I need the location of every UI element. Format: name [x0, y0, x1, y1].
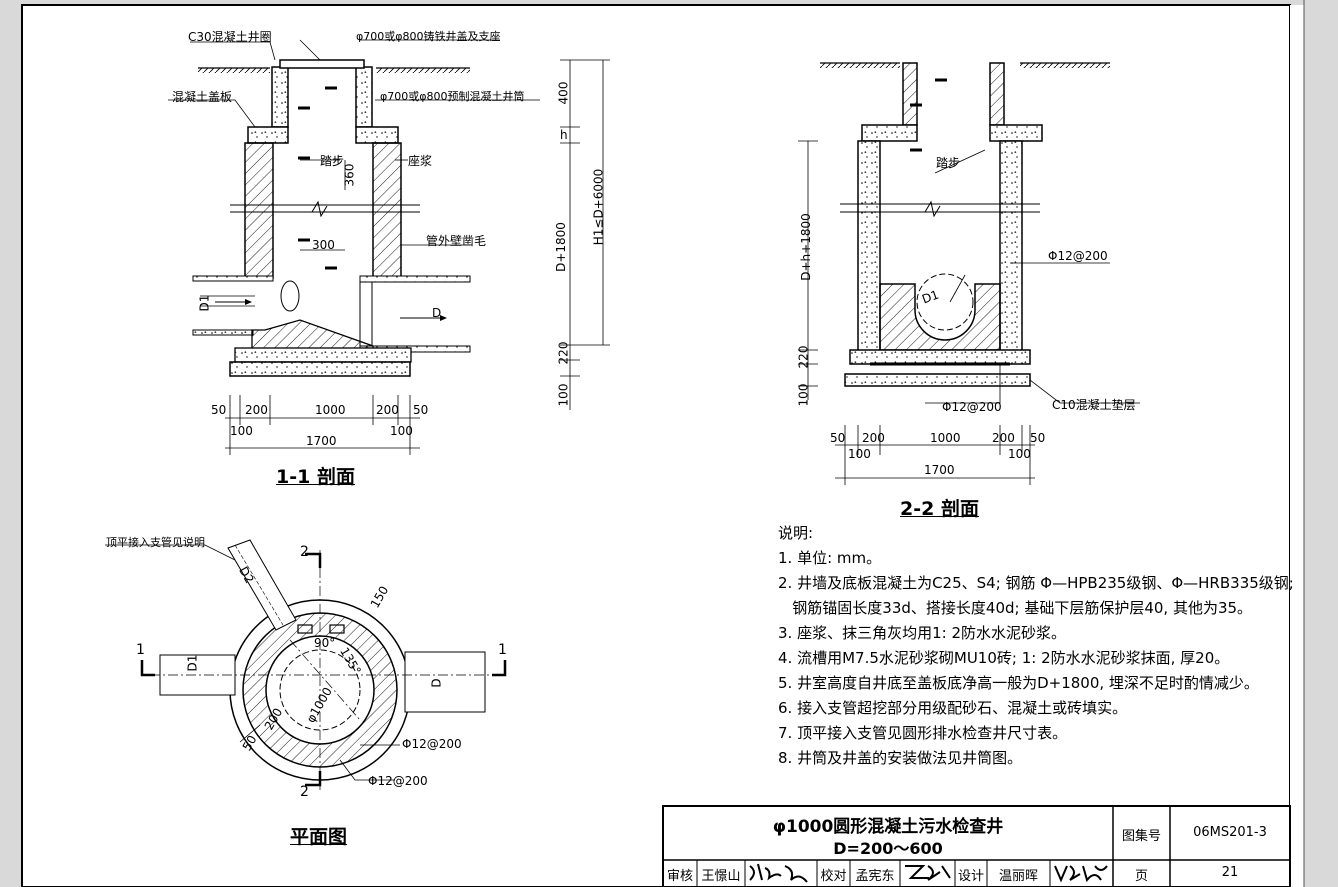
dim-360: 360	[342, 163, 357, 187]
drawing-title: φ1000圆形混凝土污水检查井	[772, 817, 1004, 837]
section-2-2-drawing	[798, 62, 1140, 485]
section-2-2-title: 2-2 剖面	[900, 498, 979, 520]
dim-300: 300	[312, 238, 335, 252]
dim2-b50a: 50	[830, 431, 846, 445]
signature-checker	[905, 865, 951, 881]
dim2-b100a: 100	[848, 447, 871, 461]
plan-title: 平面图	[290, 826, 348, 848]
label-d1-plan: D1	[185, 654, 200, 672]
label-rebar-base: Φ12@200	[942, 400, 1002, 414]
note-item: 7. 顶平接入支管见圆形排水检查井尺寸表。	[778, 724, 1068, 742]
plan-drawing	[105, 539, 507, 790]
dim-220-2: 220	[796, 345, 811, 369]
dim2-b1700: 1700	[924, 463, 955, 477]
label-pipe-rough: 管外壁凿毛	[426, 234, 487, 248]
note-item: 8. 井筒及井盖的安装做法见井筒图。	[778, 749, 1023, 767]
signature-reviewer	[749, 863, 808, 883]
label-precast-shaft: φ700或φ800预制混凝土井筒	[380, 90, 525, 103]
page-label: 页	[1134, 869, 1148, 884]
dim-b200b: 200	[376, 403, 399, 417]
dim-100: 100	[556, 383, 571, 407]
design-label: 设计	[957, 869, 984, 884]
label-c30-ring: C30混凝土井圈	[188, 30, 272, 44]
notes-heading: 说明:	[778, 524, 814, 542]
notes-block: 说明: 1. 单位: mm。 2. 井墙及底板混凝土为C25、S4; 钢筋 Φ—…	[778, 521, 1298, 771]
mark-1-left: 1	[136, 642, 145, 658]
label-cover-slab: 混凝土盖板	[172, 90, 233, 104]
page-number: 21	[1221, 865, 1239, 880]
dim-400: 400	[556, 81, 571, 105]
note-item: 1. 单位: mm。	[778, 549, 882, 567]
atlas-number: 06MS201-3	[1193, 825, 1267, 840]
dim-d1800: D+1800	[553, 222, 568, 272]
dim2-b200a: 200	[862, 431, 885, 445]
label-rebar-plan-2: Φ12@200	[368, 774, 428, 788]
label-rebar-wall: Φ12@200	[1048, 249, 1108, 263]
label-grout-1: 座浆	[408, 154, 433, 168]
label-step-1: 踏步	[320, 154, 345, 168]
note-item: 5. 井室高度自井底至盖板底净高一般为D+1800, 埋深不足时酌情减少。	[778, 674, 1259, 692]
signature-designer	[1054, 865, 1108, 883]
label-d-pipe: D	[432, 306, 442, 320]
dim-b1700: 1700	[306, 434, 337, 448]
title-block-frame	[662, 805, 1291, 887]
section-1-1-title: 1-1 剖面	[276, 466, 355, 488]
dim-100-2: 100	[796, 383, 811, 407]
label-angle-90: 90°	[314, 636, 336, 650]
mark-1-right: 1	[498, 642, 507, 658]
designer-name: 温丽晖	[998, 869, 1038, 884]
mark-2-bottom: 2	[300, 784, 309, 800]
reviewer-name: 王憬山	[701, 869, 741, 884]
label-d-plan: D	[429, 678, 444, 688]
dim-dh1800: D+h+1800	[798, 213, 813, 281]
note-item: 2. 井墙及底板混凝土为C25、S4; 钢筋 Φ—HPB235级钢、Φ—HRB3…	[778, 574, 1294, 592]
dim2-b50b: 50	[1030, 431, 1046, 445]
dim-b100b: 100	[390, 424, 413, 438]
dim-b100a: 100	[230, 424, 253, 438]
note-item: 6. 接入支管超挖部分用级配砂石、混凝土或砖填实。	[778, 699, 1128, 717]
dim-h: h	[560, 128, 568, 142]
label-cushion: C10混凝土垫层	[1052, 398, 1136, 412]
atlas-label: 图集号	[1121, 829, 1161, 844]
note-item: 钢筋锚固长度33d、搭接长度40d; 基础下层筋保护层40, 其他为35。	[778, 599, 1253, 617]
dim-h1: H1≤D+6000	[591, 168, 606, 246]
label-d1-pipe: D1	[197, 294, 212, 312]
review-label: 审核	[666, 869, 693, 884]
note-item: 3. 座浆、抹三角灰均用1: 2防水水泥砂浆。	[778, 624, 1066, 642]
dim-b200a: 200	[245, 403, 268, 417]
label-rebar-plan-1: Φ12@200	[402, 737, 462, 751]
dim2-b100b: 100	[1008, 447, 1031, 461]
section-1-1-drawing	[168, 39, 610, 455]
dim2-b200b: 200	[992, 431, 1015, 445]
label-step-2: 踏步	[936, 156, 961, 170]
note-item: 4. 流槽用M7.5水泥砂浆砌MU10砖; 1: 2防水水泥砂浆抹面, 厚20。	[778, 649, 1230, 667]
mark-2-top: 2	[300, 544, 309, 560]
label-cover-frame: φ700或φ800铸铁井盖及支座	[356, 30, 501, 43]
dim2-b1000: 1000	[930, 431, 961, 445]
check-label: 校对	[820, 869, 847, 884]
dim-220: 220	[556, 341, 571, 365]
dim-b50b: 50	[413, 403, 429, 417]
drawing-subtitle: D=200～600	[833, 839, 943, 858]
label-branch: 顶平接入支管见说明	[106, 536, 205, 549]
checker-name: 孟宪东	[855, 869, 895, 884]
dim-b1000: 1000	[315, 403, 346, 417]
dim-b50a: 50	[211, 403, 227, 417]
